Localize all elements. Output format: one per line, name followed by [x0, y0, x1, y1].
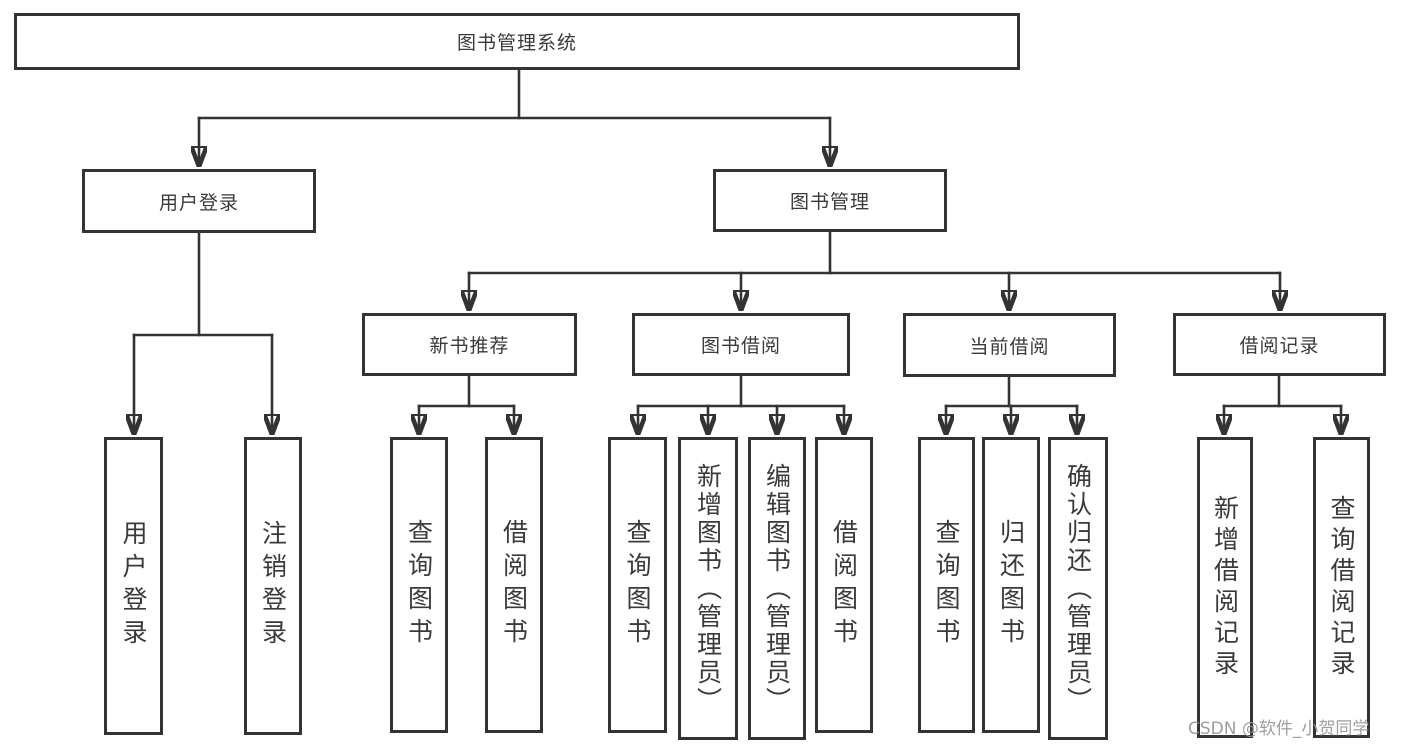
leaf-borrow-books-1: 借阅图书	[485, 437, 543, 733]
leaf-query-books-1-label: 查询图书	[404, 519, 434, 651]
node-user-login: 用户登录	[82, 169, 316, 233]
leaf-borrow-books-2-label: 借阅图书	[829, 519, 859, 651]
connector-current-borrowing-children	[946, 375, 1077, 433]
leaf-edit-books-admin-label: 编辑图书（管理员）	[762, 462, 792, 715]
leaf-add-borrow-record-label: 新增借阅记录	[1210, 494, 1240, 681]
watermark: CSDN @软件_小贺同学	[1188, 719, 1370, 739]
leaf-return-books: 归还图书	[982, 437, 1040, 733]
leaf-confirm-return-admin-label: 确认归还（管理员）	[1063, 462, 1093, 715]
node-book-management-label: 图书管理	[789, 191, 870, 213]
leaf-query-books-2: 查询图书	[608, 437, 667, 733]
node-library-system-label: 图书管理系统	[456, 32, 577, 54]
leaf-user-login-label: 用户登录	[119, 520, 148, 652]
node-new-book-recommend: 新书推荐	[362, 313, 577, 376]
node-library-system: 图书管理系统	[14, 13, 1020, 70]
node-book-management: 图书管理	[713, 169, 947, 232]
leaf-logout-login: 注销登录	[244, 437, 302, 735]
connector-user-login-children	[134, 231, 272, 433]
leaf-add-books-admin: 新增图书（管理员）	[678, 437, 738, 740]
leaf-add-books-admin-label: 新增图书（管理员）	[693, 462, 723, 715]
leaf-query-books-2-label: 查询图书	[623, 519, 652, 651]
leaf-query-borrow-record: 查询借阅记录	[1313, 437, 1370, 738]
connector-book-borrowing-children	[638, 374, 844, 433]
leaf-confirm-return-admin: 确认归还（管理员）	[1048, 437, 1108, 740]
node-new-book-recommend-label: 新书推荐	[429, 335, 510, 357]
leaf-query-books-1: 查询图书	[390, 437, 448, 733]
connector-root-to-level1	[199, 68, 830, 165]
node-current-borrowing-label: 当前借阅	[969, 335, 1050, 358]
connector-borrowing-records-children	[1224, 374, 1341, 433]
node-borrowing-records-label: 借阅记录	[1239, 335, 1320, 357]
node-book-borrowing-label: 图书借阅	[700, 335, 781, 357]
node-current-borrowing: 当前借阅	[903, 313, 1116, 377]
leaf-borrow-books-1-label: 借阅图书	[499, 519, 529, 651]
node-borrowing-records: 借阅记录	[1173, 313, 1386, 376]
leaf-logout-login-label: 注销登录	[258, 520, 288, 652]
leaf-add-borrow-record: 新增借阅记录	[1197, 437, 1253, 738]
connector-new-book-recommend-children	[419, 374, 514, 433]
leaf-borrow-books-2: 借阅图书	[815, 437, 873, 733]
leaf-edit-books-admin: 编辑图书（管理员）	[748, 437, 806, 740]
leaf-query-books-3: 查询图书	[918, 437, 975, 733]
leaf-return-books-label: 归还图书	[996, 519, 1026, 651]
leaf-query-books-3-label: 查询图书	[932, 519, 961, 651]
node-user-login-label: 用户登录	[158, 191, 239, 214]
leaf-query-borrow-record-label: 查询借阅记录	[1327, 494, 1356, 681]
connector-book-management-children	[469, 230, 1280, 309]
leaf-user-login: 用户登录	[104, 437, 163, 735]
node-book-borrowing: 图书借阅	[632, 313, 850, 376]
